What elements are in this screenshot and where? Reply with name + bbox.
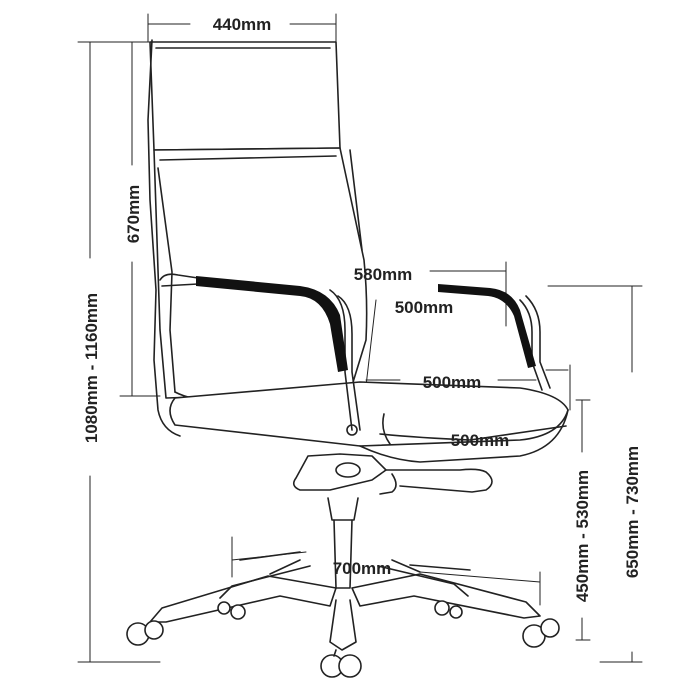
casters	[126, 600, 560, 678]
label-base-width: 700mm	[333, 559, 392, 578]
dimension-labels: 440mm 670mm 1080mm - 1160mm 580mm 500mm …	[82, 15, 642, 602]
mechanism	[292, 453, 493, 589]
seat	[169, 381, 569, 463]
right-armrest-pad	[438, 284, 536, 368]
arm-frames	[159, 273, 551, 436]
backrest	[147, 39, 368, 437]
label-seat-width: 500mm	[423, 373, 482, 392]
label-total-height: 1080mm - 1160mm	[82, 293, 101, 443]
base	[149, 551, 541, 651]
label-seat-depth: 500mm	[451, 431, 510, 450]
left-armrest-pad	[196, 276, 348, 372]
label-arm-inner-width: 500mm	[395, 298, 454, 317]
label-back-height: 670mm	[124, 185, 143, 244]
label-width-top: 440mm	[213, 15, 272, 34]
label-arm-height: 650mm - 730mm	[623, 446, 642, 578]
armrest-pads	[196, 276, 536, 372]
label-seat-height: 450mm - 530mm	[573, 470, 592, 602]
label-arm-outer-width: 580mm	[354, 265, 413, 284]
